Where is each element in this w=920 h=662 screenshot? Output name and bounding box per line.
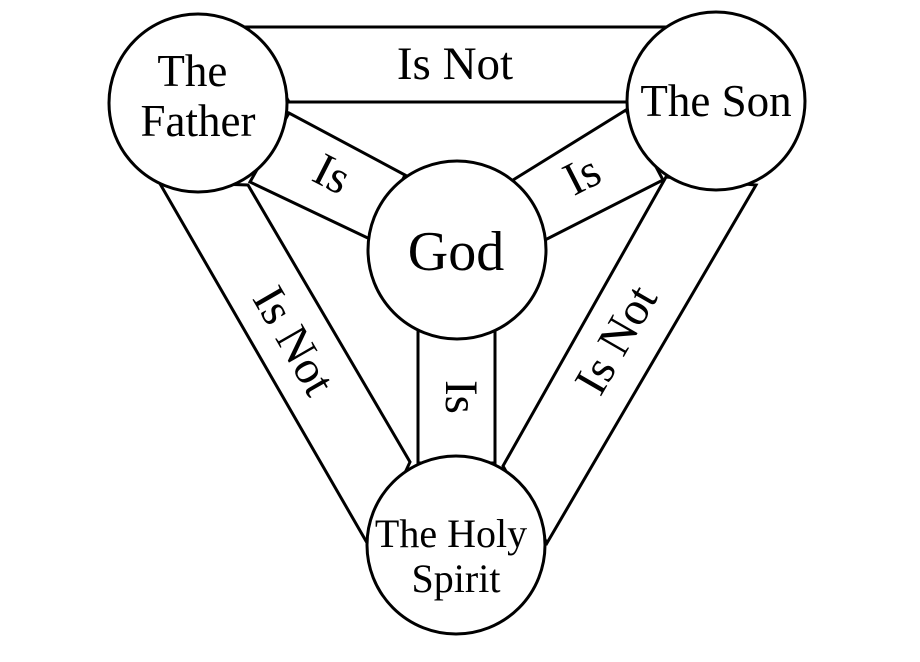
node-son-label: The Son bbox=[640, 76, 791, 126]
node-god bbox=[366, 159, 548, 341]
node-spirit-label: The Holy Spirit bbox=[375, 511, 537, 601]
link-spirit-god-label: Is bbox=[435, 380, 487, 414]
node-father bbox=[107, 12, 289, 194]
node-son bbox=[625, 10, 807, 192]
node-father-label: The Father bbox=[141, 46, 256, 146]
node-spirit bbox=[365, 454, 547, 636]
node-god-label: God bbox=[408, 221, 504, 283]
link-father-son-label: Is Not bbox=[397, 38, 513, 90]
